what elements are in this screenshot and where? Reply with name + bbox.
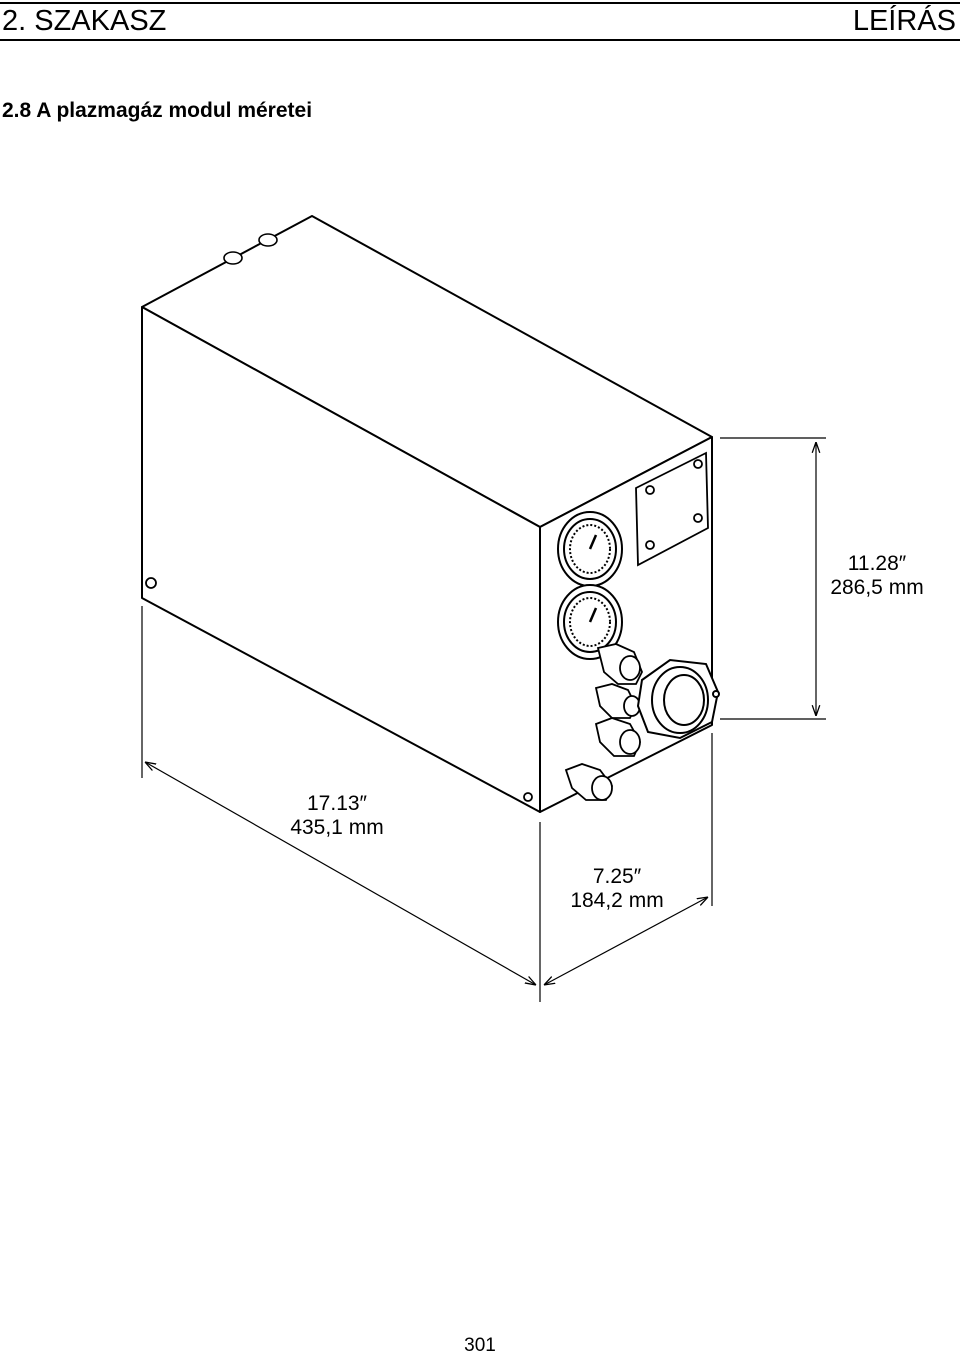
section-label: 2. SZAKASZ <box>2 5 167 37</box>
rear-fittings <box>223 233 278 265</box>
page-number: 301 <box>464 1335 496 1356</box>
cover-plate <box>635 451 709 567</box>
height-mm: 286,5 mm <box>830 576 924 599</box>
pressure-gauge-lower <box>557 584 623 660</box>
height-dimension-label: 11.28″ 286,5 mm <box>822 552 932 600</box>
main-connector <box>636 658 720 740</box>
header-rule-top <box>0 2 960 4</box>
length-inches: 17.13″ <box>307 792 367 815</box>
header-rule-bottom <box>0 39 960 41</box>
section-name: LEÍRÁS <box>852 5 956 37</box>
width-inches: 7.25″ <box>592 865 642 888</box>
length-dimension-label: 17.13″ 435,1 mm <box>282 792 392 840</box>
subsection-title: 2.8 A plazmagáz modul méretei <box>2 99 313 122</box>
page-header: 2. SZAKASZ LEÍRÁS <box>0 0 960 42</box>
width-mm: 184,2 mm <box>570 889 664 912</box>
height-dimension <box>720 437 826 720</box>
pressure-gauge-upper <box>557 511 623 587</box>
height-inches: 11.28″ <box>847 552 907 575</box>
length-mm: 435,1 mm <box>290 816 384 839</box>
width-dimension-label: 7.25″ 184,2 mm <box>562 865 672 913</box>
length-dimension <box>141 606 541 1002</box>
gas-fittings <box>564 643 643 801</box>
width-dimension <box>544 733 713 985</box>
